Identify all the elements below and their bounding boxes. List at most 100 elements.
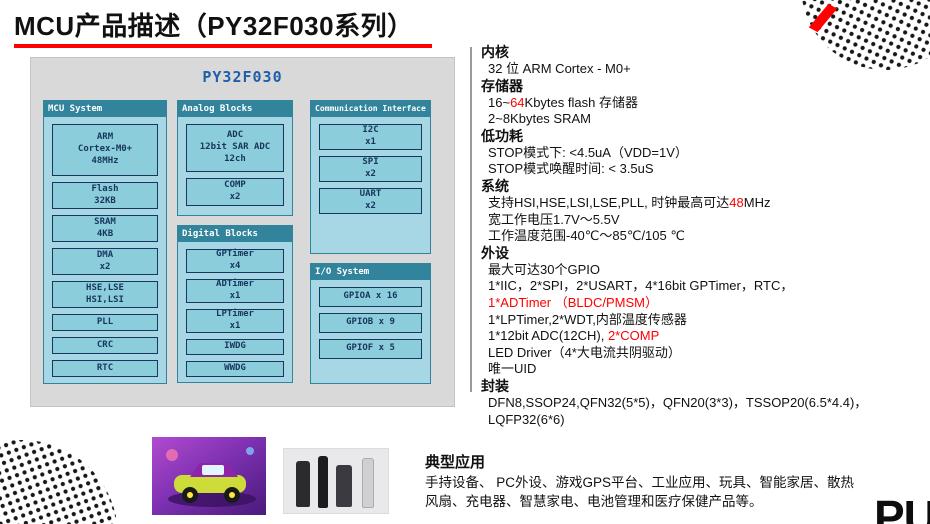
spec-text: STOP模式下: <4.5uA（VDD=1V） [488, 144, 688, 160]
spec-line: 32 位 ARM Cortex - M0+ [481, 61, 926, 78]
spec-header-memory: 存储器 [481, 77, 523, 94]
spec-text-highlight: 1*ADTimer （BLDC/PMSM） [488, 294, 658, 310]
spec-text: 16~ [488, 94, 511, 110]
vape-device [296, 461, 310, 507]
spec-text: 支持HSI,HSE,LSI,LSE,PLL, 时钟最高可达 [488, 194, 730, 210]
block-gpiof: GPIOF x 5 [319, 339, 422, 359]
group-body: ADC 12bit SAR ADC 12ch COMP x2 [178, 117, 292, 213]
spec-text: DFN8,SSOP24,QFN32(5*5)，QFN20(3*3)，TSSOP2… [488, 394, 868, 410]
spec-header-low-power: 低功耗 [481, 127, 523, 144]
block-lptimer: LPTimer x1 [186, 309, 284, 333]
spec-line: 16~64Kbytes flash 存储器 [481, 95, 926, 112]
toy-car-photo [152, 437, 266, 515]
block-gptimer: GPTimer x4 [186, 249, 284, 273]
diagram-group-communication-interface: Communication Interface I2C x1 SPI x2 UA… [310, 100, 431, 254]
spec-line: 1*12bit ADC(12CH), 2*COMP [481, 328, 926, 345]
block-dma: DMA x2 [52, 248, 158, 275]
vertical-divider [470, 47, 472, 392]
typical-applications: 典型应用 手持设备、 PC外设、游戏GPS平台、工业应用、玩具、智能家居、散热 … [425, 453, 927, 511]
page-title: MCU产品描述（PY32F030系列） [14, 11, 414, 41]
spec-text: 最大可达30个GPIO [488, 261, 600, 277]
spec-line: 1*ADTimer （BLDC/PMSM） [481, 295, 926, 312]
group-header-digital-blocks: Digital Blocks [178, 226, 292, 242]
block-flash: Flash 32KB [52, 182, 158, 209]
block-uart: UART x2 [319, 188, 422, 214]
typical-applications-line: 手持设备、 PC外设、游戏GPS平台、工业应用、玩具、智能家居、散热 [425, 475, 855, 490]
spec-text: MHz [743, 194, 771, 210]
group-body: ARM Cortex-M0+ 48MHz Flash 32KB SRAM 4KB… [44, 117, 166, 383]
group-body: GPIOA x 16 GPIOB x 9 GPIOF x 5 [311, 280, 430, 366]
spec-header-system: 系统 [481, 177, 509, 194]
vape-device [318, 456, 328, 508]
block-pll: PLL [52, 314, 158, 331]
spec-line: LED Driver（4*大电流共阴驱动） [481, 345, 926, 362]
vape-device [336, 465, 352, 507]
block-sram: SRAM 4KB [52, 215, 158, 242]
spec-text: LQFP32(6*6) [488, 411, 565, 427]
spec-line: LQFP32(6*6) [481, 412, 926, 429]
group-body: I2C x1 SPI x2 UART x2 [311, 117, 430, 221]
block-gpioa: GPIOA x 16 [319, 287, 422, 307]
halftone-sphere-top-right [802, 0, 930, 70]
typical-applications-line: 风扇、充电器、智慧家电、电池管理和医疗保健产品等。 [425, 494, 763, 509]
block-rtc: RTC [52, 360, 158, 377]
block-wwdg: WWDG [186, 361, 284, 377]
group-header-communication-interface: Communication Interface [311, 101, 430, 117]
spec-text-highlight: 2*COMP [607, 328, 660, 344]
diagram-group-analog-blocks: Analog Blocks ADC 12bit SAR ADC 12ch COM… [177, 100, 293, 216]
spec-line: DFN8,SSOP24,QFN32(5*5)，QFN20(3*3)，TSSOP2… [481, 395, 926, 412]
brand-logo-partial: PU [874, 491, 930, 524]
block-comp: COMP x2 [186, 178, 284, 206]
vape-products-photo [283, 448, 389, 514]
diagram-group-io-system: I/O System GPIOA x 16 GPIOB x 9 GPIOF x … [310, 263, 431, 384]
typical-applications-header: 典型应用 [425, 454, 486, 471]
spec-line: STOP模式下: <4.5uA（VDD=1V） [481, 145, 926, 162]
halftone-sphere-bottom-left [0, 440, 118, 524]
spec-line: 工作温度范围-40℃～85℃/105 ℃ [481, 228, 926, 245]
group-header-mcu-system: MCU System [44, 101, 166, 117]
block-crc: CRC [52, 337, 158, 354]
title-underline [14, 44, 432, 48]
spec-line: 1*IIC，2*SPI，2*USART，4*16bit GPTimer，RTC， [481, 278, 926, 295]
spec-text: 32 位 ARM Cortex - M0+ [488, 61, 631, 76]
block-i2c: I2C x1 [319, 124, 422, 150]
diagram-group-digital-blocks: Digital Blocks GPTimer x4 ADTimer x1 LPT… [177, 225, 293, 383]
block-spi: SPI x2 [319, 156, 422, 182]
spec-line: 最大可达30个GPIO [481, 262, 926, 279]
spec-text: 1*LPTimer,2*WDT,内部温度传感器 [488, 311, 687, 327]
spec-text-highlight: 64 [510, 94, 525, 110]
spec-header-package: 封装 [481, 377, 509, 394]
spec-line: 支持HSI,HSE,LSI,LSE,PLL, 时钟最高可达48MHz [481, 195, 926, 212]
spec-text: Kbytes flash 存储器 [524, 94, 638, 110]
spec-header-peripherals: 外设 [481, 244, 509, 261]
block-arm-core: ARM Cortex-M0+ 48MHz [52, 124, 158, 176]
block-iwdg: IWDG [186, 339, 284, 355]
block-adtimer: ADTimer x1 [186, 279, 284, 303]
group-body: GPTimer x4 ADTimer x1 LPTimer x1 IWDG WW… [178, 242, 292, 382]
spec-line: 1*LPTimer,2*WDT,内部温度传感器 [481, 312, 926, 329]
spec-line: 唯一UID [481, 361, 926, 378]
spec-text: 唯一UID [488, 361, 537, 377]
block-gpiob: GPIOB x 9 [319, 313, 422, 333]
spec-text: 宽工作电压1.7V～5.5V [488, 211, 620, 227]
vape-device [362, 458, 374, 508]
group-header-io-system: I/O System [311, 264, 430, 280]
diagram-group-mcu-system: MCU System ARM Cortex-M0+ 48MHz Flash 32… [43, 100, 167, 384]
spec-text: 1*12bit ADC(12CH), [488, 328, 608, 344]
spec-line: 宽工作电压1.7V～5.5V [481, 212, 926, 229]
spec-header-core: 内核 [481, 44, 509, 60]
spec-text: LED Driver（4*大电流共阴驱动） [488, 344, 681, 360]
diagram-title: PY32F030 [202, 68, 283, 86]
group-header-analog-blocks: Analog Blocks [178, 101, 292, 117]
spec-line: STOP模式唤醒时间: < 3.5uS [481, 161, 926, 178]
spec-text: 1*IIC，2*SPI，2*USART，4*16bit GPTimer，RTC， [488, 278, 794, 294]
spec-text: 2~8Kbytes SRAM [488, 111, 591, 127]
block-adc: ADC 12bit SAR ADC 12ch [186, 124, 284, 172]
spec-column: 内核 32 位 ARM Cortex - M0+ 存储器 16~64Kbytes… [481, 44, 926, 428]
spec-text-highlight: 48 [729, 194, 744, 210]
block-clocks: HSE,LSE HSI,LSI [52, 281, 158, 308]
spec-text: STOP模式唤醒时间: < 3.5uS [488, 161, 654, 177]
spec-line: 2~8Kbytes SRAM [481, 111, 926, 128]
toy-car-illustration [152, 437, 266, 515]
